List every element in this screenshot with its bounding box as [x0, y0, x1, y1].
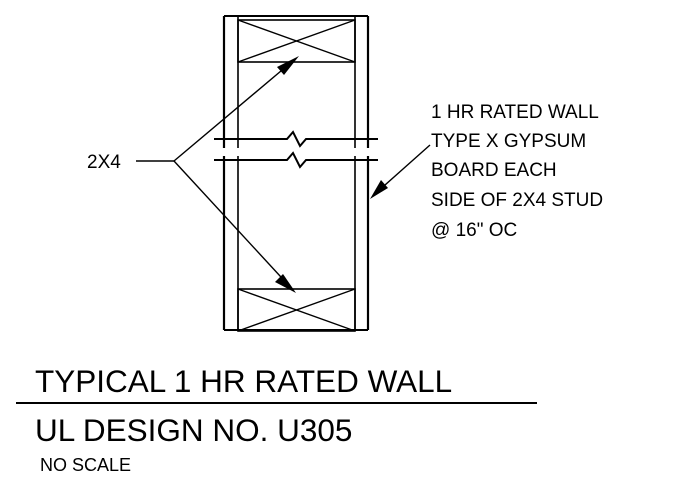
wall-section: [214, 15, 378, 332]
note-line: SIDE OF 2X4 STUD: [431, 190, 603, 211]
stud-size-label: 2X4: [87, 152, 121, 173]
bottom-plate: [237, 288, 356, 332]
arrowhead-note: [370, 180, 388, 199]
assembly-note: 1 HR RATED WALL TYPE X GYPSUM BOARD EACH…: [431, 102, 603, 241]
arrowhead-top: [277, 56, 299, 75]
stud-leader: [136, 56, 299, 293]
title-block: TYPICAL 1 HR RATED WALL UL DESIGN NO. U3…: [16, 363, 537, 475]
arrowhead-bottom: [275, 274, 296, 293]
note-line: @ 16" OC: [431, 220, 517, 241]
top-plate: [237, 19, 356, 63]
note-line: 1 HR RATED WALL: [431, 102, 599, 123]
drawing-title: TYPICAL 1 HR RATED WALL: [35, 363, 452, 399]
break-lines: [214, 130, 378, 169]
note-line: TYPE X GYPSUM: [431, 131, 586, 152]
design-number: UL DESIGN NO. U305: [35, 412, 352, 448]
note-line: BOARD EACH: [431, 160, 557, 181]
note-leader: [370, 144, 431, 199]
scale-note: NO SCALE: [40, 455, 131, 475]
